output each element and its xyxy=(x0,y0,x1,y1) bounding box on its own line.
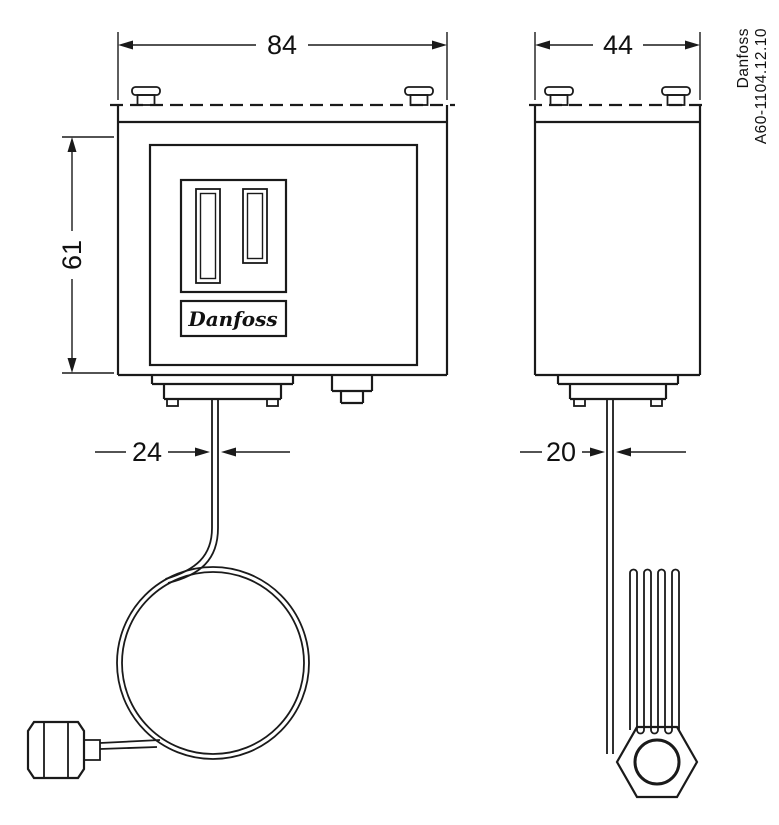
arrowhead-pointing-right xyxy=(195,447,210,457)
dimension-44: 44 xyxy=(534,30,701,100)
sensor-coil-side xyxy=(629,568,680,735)
logo-plate-frame xyxy=(179,299,288,338)
dim-value-side-width: 44 xyxy=(603,30,633,60)
side-view xyxy=(529,86,706,799)
arrowhead-left xyxy=(118,40,133,50)
arrowhead-right xyxy=(432,40,447,50)
adjustment-slot-block xyxy=(179,178,288,294)
front-bottom-bracket xyxy=(150,375,295,401)
sensor-coil-outer xyxy=(116,566,310,760)
extension-lines xyxy=(62,136,114,374)
side-enclosure-outline xyxy=(533,105,702,377)
arrowhead-pointing-left xyxy=(616,447,631,457)
nut-body xyxy=(26,720,86,780)
screw-cap xyxy=(404,86,434,96)
arrowhead-right xyxy=(685,40,700,50)
sensor-coil-inner xyxy=(121,571,305,755)
front-enclosure-outline xyxy=(116,105,449,377)
slot-right-outer xyxy=(242,188,268,264)
capillary-tube-side xyxy=(606,399,614,754)
coil-top-bends xyxy=(629,568,680,574)
screw-neck xyxy=(666,94,686,106)
slot-left-inner xyxy=(199,192,217,280)
slot-right-inner xyxy=(246,192,264,260)
cover-screw-side-left xyxy=(544,86,574,106)
logo-script-text: Danfoss xyxy=(187,307,277,331)
screw-cap xyxy=(661,86,691,96)
bracket-foot-left xyxy=(573,398,586,407)
arrowhead-top xyxy=(67,137,77,152)
arrowhead-pointing-left xyxy=(221,447,236,457)
doc-code-label: A60-1104.12.10 xyxy=(753,28,770,144)
slot-block-frame xyxy=(179,178,288,294)
slot-left-outer xyxy=(195,188,221,284)
dimension-84: 84 xyxy=(117,30,448,100)
flare-nut-side xyxy=(615,725,699,799)
nut-bore-circle xyxy=(633,738,681,786)
dim-value-front-tube-offset: 24 xyxy=(132,437,162,467)
dimension-61: 61 xyxy=(57,136,114,374)
dim-value-front-height: 61 xyxy=(57,240,87,270)
dimension-24: 24 xyxy=(95,437,290,467)
screw-cap xyxy=(544,86,574,96)
flare-nut-front xyxy=(26,720,161,780)
front-plate xyxy=(148,143,419,367)
extension-lines xyxy=(534,32,701,100)
dimension-20: 20 xyxy=(520,437,686,467)
conduit-entry xyxy=(330,375,374,405)
bracket-foot-left xyxy=(166,398,179,407)
cover-screw-side-right xyxy=(661,86,691,106)
capillary-tube-front-left-edge xyxy=(165,399,213,580)
coil-windings xyxy=(629,573,680,730)
cover-screw-right xyxy=(404,86,434,106)
bracket-foot-right xyxy=(650,398,663,407)
dim-value-side-tube-offset: 20 xyxy=(546,437,576,467)
brand-label: Danfoss xyxy=(735,28,752,88)
margin-labels: Danfoss A60-1104.12.10 xyxy=(735,28,770,144)
screw-cap xyxy=(131,86,161,96)
capillary-tube-front-right-edge xyxy=(167,399,219,584)
dim-value-front-width: 84 xyxy=(267,30,297,60)
screw-neck xyxy=(409,94,429,106)
side-bottom-bracket xyxy=(556,375,680,401)
extension-lines xyxy=(117,32,448,100)
arrowhead-left xyxy=(535,40,550,50)
logo-plate: Danfoss xyxy=(179,299,288,338)
bracket-foot-right xyxy=(266,398,279,407)
nut-hexagon xyxy=(615,725,699,799)
nut-shank xyxy=(84,739,101,761)
arrowhead-pointing-right xyxy=(590,447,605,457)
front-view: Danfoss xyxy=(26,86,455,780)
screw-neck xyxy=(136,94,156,106)
screw-neck xyxy=(549,94,569,106)
arrowhead-bottom xyxy=(67,358,77,373)
coil-bottom-bends xyxy=(636,729,673,735)
nut-tube-link xyxy=(99,739,161,750)
cover-screw-left xyxy=(131,86,161,106)
nut-facets xyxy=(43,722,69,778)
